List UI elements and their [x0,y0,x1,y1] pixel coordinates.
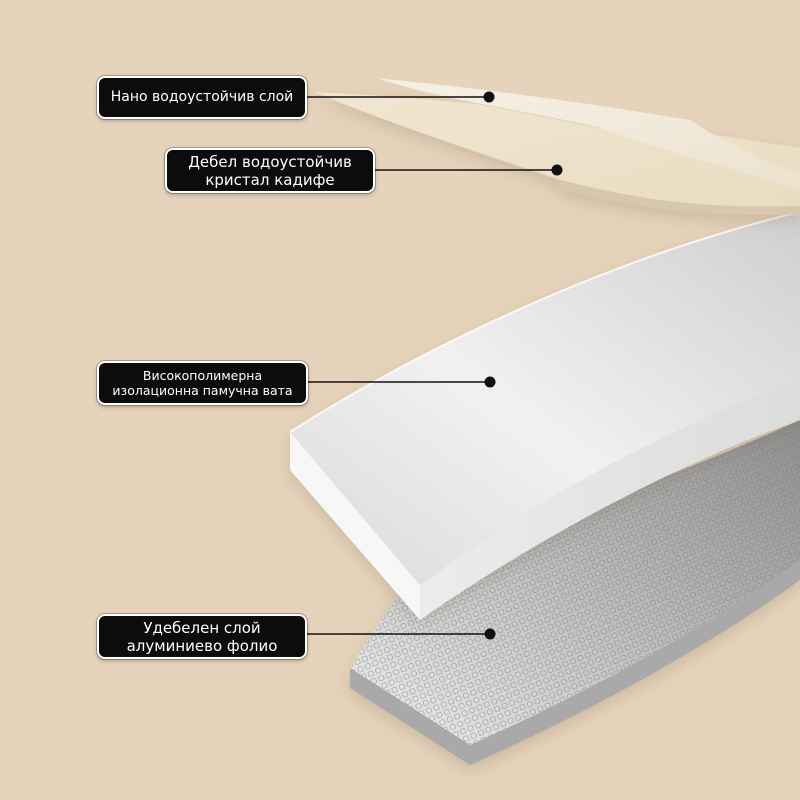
pointer-dot-nano [483,91,495,103]
aluminum-foil-layer [350,420,800,765]
velvet-layer [315,92,800,215]
pointer-dot-velvet [551,164,563,176]
nano-waterproof-layer [374,77,800,190]
pointer-dot-foil [484,628,496,640]
callout-label-line1: Дебел водоустойчив [188,152,352,171]
callout-label-line1: Високополимерна [142,368,263,383]
callout-label: Нано водоустойчив слой [110,89,294,106]
callout-label-line2: изолационна памучна вата [112,383,293,398]
callout-cotton-layer: Високополимерна изолационна памучна вата [97,361,308,405]
callout-label-line1: Удебелен слой [143,618,261,637]
cotton-layer [289,211,800,620]
callout-nano-waterproof-layer: Нано водоустойчив слой [97,76,307,119]
callout-label-line2: алуминиево фолио [126,636,278,655]
callout-label-line2: кристал кадифе [205,170,335,189]
callout-aluminum-foil-layer: Удебелен слой алуминиево фолио [97,614,307,659]
callout-velvet-layer: Дебел водоустойчив кристал кадифе [165,148,375,193]
pointer-dot-cotton [484,376,496,388]
